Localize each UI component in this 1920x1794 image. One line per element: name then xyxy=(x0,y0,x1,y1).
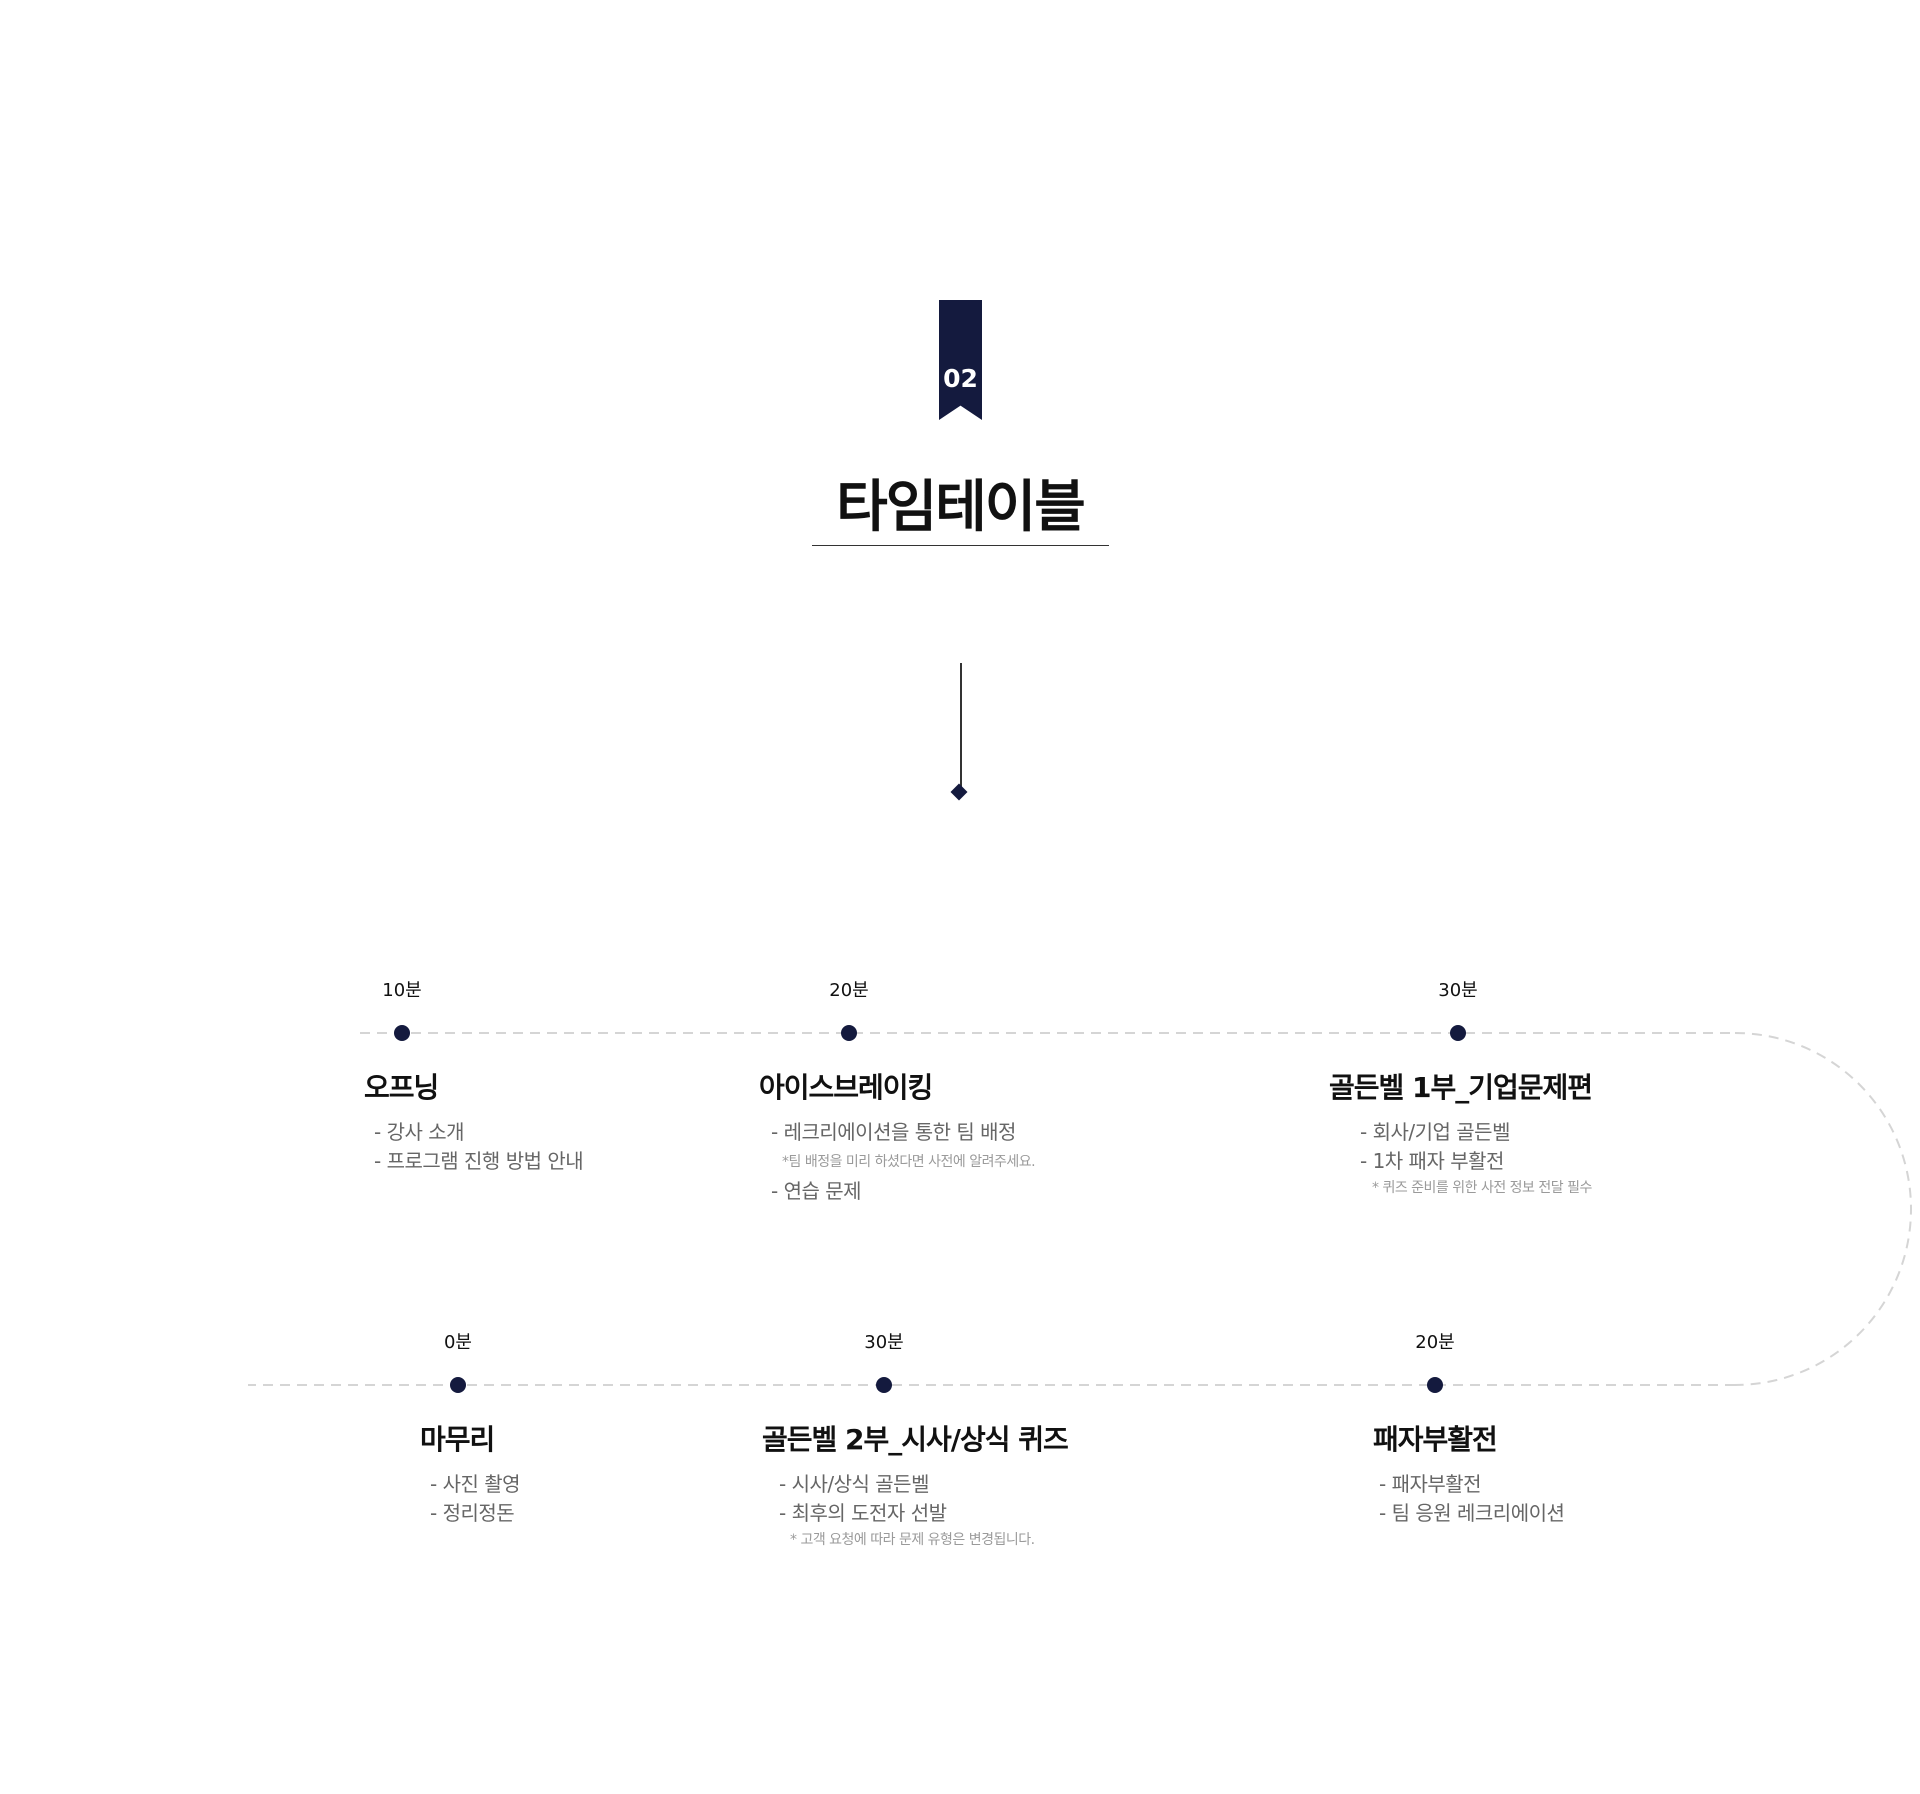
item-note: * 고객 요청에 따라 문제 유형은 변경됩니다. xyxy=(790,1532,1035,1548)
item-duration: 30분 xyxy=(864,1332,904,1353)
item-detail: - 강사 소개 xyxy=(374,1120,465,1144)
item-duration: 0분 xyxy=(443,1332,472,1353)
timeline-dot xyxy=(450,1377,466,1393)
item-duration: 20분 xyxy=(829,980,869,1001)
item-title: 골든벨 2부_시사/상식 퀴즈 xyxy=(762,1423,1069,1456)
item-detail: - 1차 패자 부활전 xyxy=(1360,1149,1504,1173)
timeline-dot xyxy=(876,1377,892,1393)
section-number-ribbon: 02 xyxy=(939,300,982,420)
item-title: 오프닝 xyxy=(364,1071,439,1104)
item-note: *팀 배정을 미리 하셨다면 사전에 알려주세요. xyxy=(782,1154,1036,1170)
title-underline xyxy=(812,545,1109,546)
item-note: * 퀴즈 준비를 위한 사전 정보 전달 필수 xyxy=(1372,1180,1592,1196)
item-detail: - 연습 문제 xyxy=(771,1179,862,1203)
item-detail: - 레크리에이션을 통한 팀 배정 xyxy=(771,1120,1016,1144)
item-detail: - 패자부활전 xyxy=(1379,1472,1482,1496)
item-detail: - 최후의 도전자 선발 xyxy=(779,1501,947,1525)
track-curve xyxy=(1734,1032,1912,1386)
item-detail: - 사진 촬영 xyxy=(430,1472,521,1496)
item-title: 마무리 xyxy=(420,1423,495,1456)
item-title: 아이스브레이킹 xyxy=(759,1071,933,1104)
item-duration: 10분 xyxy=(382,980,422,1001)
item-detail: - 프로그램 진행 방법 안내 xyxy=(374,1149,584,1173)
timeline-dot xyxy=(394,1025,410,1041)
item-duration: 30분 xyxy=(1438,980,1478,1001)
item-duration: 20분 xyxy=(1415,1332,1455,1353)
timeline-dot xyxy=(1427,1377,1443,1393)
connector-line xyxy=(960,663,962,788)
item-title: 골든벨 1부_기업문제편 xyxy=(1329,1071,1593,1104)
timeline-dot xyxy=(841,1025,857,1041)
item-detail: - 정리정돈 xyxy=(430,1501,515,1525)
item-title: 패자부활전 xyxy=(1373,1423,1498,1456)
page-title: 타임테이블 xyxy=(836,475,1086,540)
section-number: 02 xyxy=(943,364,978,393)
item-detail: - 회사/기업 골든벨 xyxy=(1360,1120,1510,1144)
item-detail: - 팀 응원 레크리에이션 xyxy=(1379,1501,1565,1525)
item-detail: - 시사/상식 골든벨 xyxy=(779,1472,929,1496)
timeline-dot xyxy=(1450,1025,1466,1041)
